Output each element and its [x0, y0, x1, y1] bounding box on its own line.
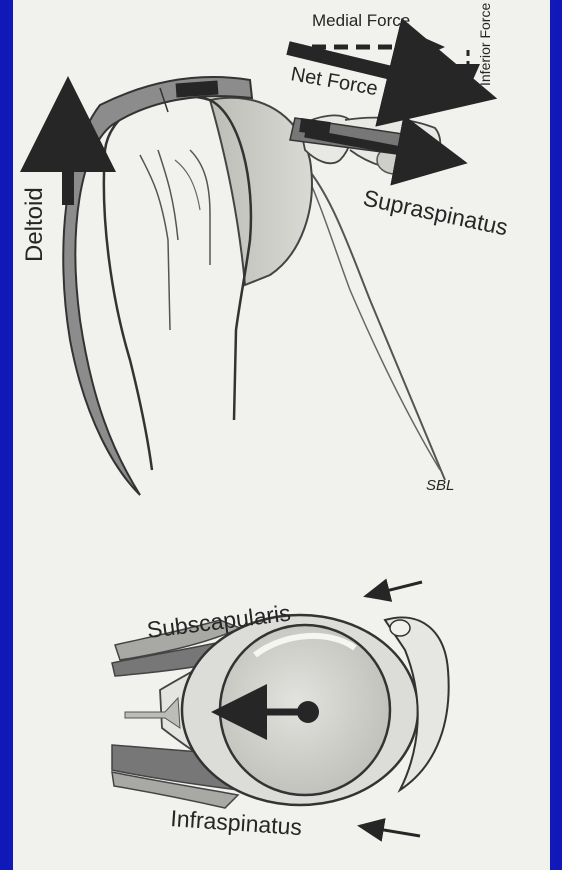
subscapularis-force-arrow [366, 582, 422, 596]
infraspinatus-label: Infraspinatus [170, 805, 303, 840]
artist-signature: SBL [426, 477, 454, 494]
supraspinatus-label: Supraspinatus [361, 184, 510, 240]
joint-center-dot [297, 701, 319, 723]
deltoid-label: Deltoid [21, 187, 48, 262]
medial-force-label: Medial Force [312, 11, 410, 30]
inferior-force-label: Inferior Force [477, 3, 493, 86]
infraspinatus-force-arrow [360, 826, 420, 836]
